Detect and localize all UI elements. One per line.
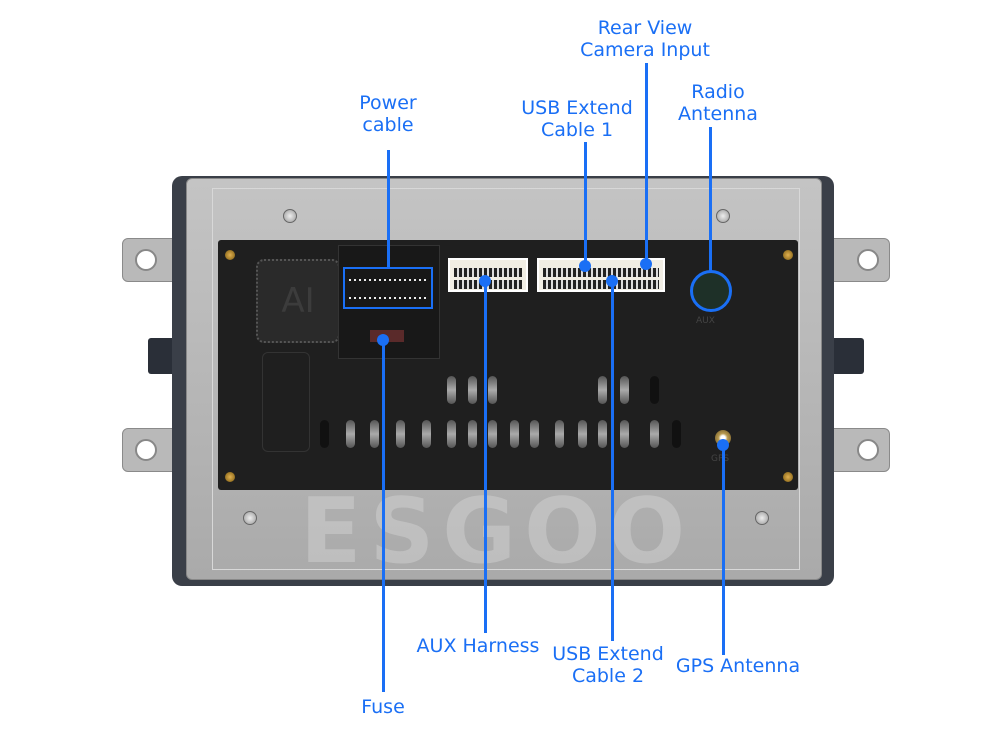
gps-port-marking: GPS — [711, 454, 730, 464]
mount-hole — [135, 249, 157, 271]
vent-slot — [320, 420, 329, 448]
connector-pin-row — [454, 268, 522, 277]
callout-line-aux — [483, 281, 487, 633]
vent-slot — [422, 420, 431, 448]
callout-line-usb1 — [583, 142, 587, 266]
callout-line-usb2 — [610, 281, 614, 641]
vent-slot — [620, 376, 629, 404]
mount-hole — [135, 439, 157, 461]
body-screw — [225, 472, 235, 482]
plate-inner — [212, 188, 800, 570]
usb-camera-connector-block[interactable] — [537, 258, 665, 292]
callout-line-fuse — [381, 340, 385, 692]
vent-slot — [555, 420, 564, 448]
connector-pin-row — [349, 279, 427, 281]
vent-slot — [447, 376, 456, 404]
callout-dot-aux — [479, 275, 491, 287]
callout-line-radio — [708, 127, 712, 272]
vent-slot — [468, 420, 477, 448]
label-line: USB Extend — [552, 643, 664, 665]
plate-screw — [755, 511, 769, 525]
mount-hole — [857, 249, 879, 271]
callout-dot-gps — [717, 439, 729, 451]
callout-line-power — [386, 150, 390, 268]
radio-antenna-port[interactable] — [690, 270, 732, 312]
watermark: ESGOO — [300, 479, 694, 584]
vent-slot — [578, 420, 587, 448]
vent-slot — [346, 420, 355, 448]
callout-dot-fuse — [377, 334, 389, 346]
vent-slot — [650, 376, 659, 404]
plate-screw — [243, 511, 257, 525]
mount-hole — [857, 439, 879, 461]
label-line: Antenna — [678, 103, 758, 125]
plate-screw — [283, 209, 297, 223]
callout-line-gps — [721, 445, 725, 655]
body-screw — [783, 250, 793, 260]
label-line: Cable 2 — [571, 665, 645, 687]
label-line: Radio — [691, 81, 745, 103]
vent-slot — [650, 420, 659, 448]
label-line: USB Extend — [521, 97, 633, 119]
vent-slot — [510, 420, 519, 448]
vent-slot — [396, 420, 405, 448]
vent-slot — [488, 376, 497, 404]
label-line: Camera Input — [580, 39, 710, 61]
power-cable-connector[interactable] — [343, 267, 433, 309]
ai-logo-panel: AI — [256, 259, 340, 343]
vent-slot — [672, 420, 681, 448]
callout-dot-usb1 — [579, 260, 591, 272]
vent-slot — [370, 420, 379, 448]
label-line: Rear View — [597, 17, 693, 39]
vent-slot — [468, 376, 477, 404]
vent-slot — [488, 420, 497, 448]
callout-dot-usb2 — [606, 275, 618, 287]
label-gps-antenna: GPS Antenna — [675, 655, 801, 677]
label-line: Cable 1 — [540, 119, 614, 141]
radio-port-marking: AUX — [696, 316, 715, 326]
vent-slot — [598, 420, 607, 448]
callout-dot-camera — [640, 258, 652, 270]
callout-line-camera — [644, 63, 648, 264]
vent-slot — [598, 376, 607, 404]
label-aux-harness: AUX Harness — [416, 635, 540, 657]
connector-pin-row — [543, 280, 659, 289]
connector-pin-row — [543, 268, 659, 277]
vent-slot — [530, 420, 539, 448]
vent-slot — [447, 420, 456, 448]
connector-pin-row — [349, 297, 427, 299]
label-fuse: Fuse — [361, 696, 405, 718]
side-panel — [262, 352, 310, 452]
plate-screw — [716, 209, 730, 223]
label-line: cable — [362, 114, 414, 136]
vent-slot — [620, 420, 629, 448]
body-screw — [783, 472, 793, 482]
body-screw — [225, 250, 235, 260]
label-line: Power — [359, 92, 417, 114]
